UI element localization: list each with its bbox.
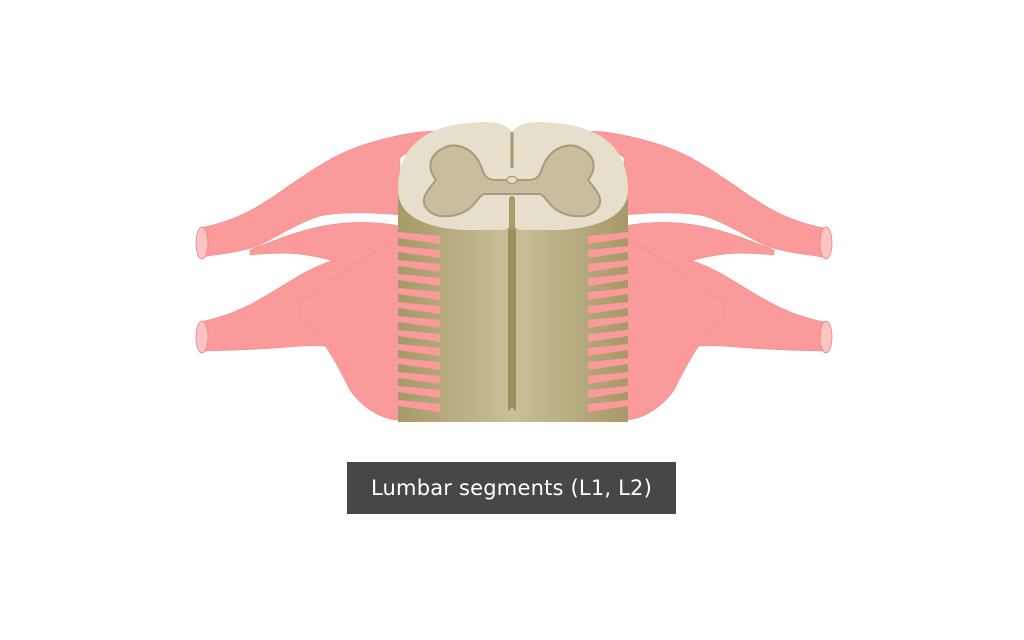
segment-label: Lumbar segments (L1, L2) xyxy=(347,462,676,514)
rootlets-left xyxy=(398,232,440,412)
anterior-median-fissure xyxy=(509,196,515,230)
nerve-cut-end-right-lower xyxy=(819,320,833,354)
posterior-median-sulcus xyxy=(510,132,514,168)
spinal-cord-cross-section xyxy=(398,122,628,230)
rootlets-right xyxy=(588,232,628,412)
nerve-cut-end-left-upper xyxy=(195,226,209,260)
spinal-nerves-left xyxy=(199,130,446,421)
nerve-cut-end-right-upper xyxy=(819,226,833,260)
nerve-cut-end-left-lower xyxy=(195,320,209,354)
spinal-nerves-right xyxy=(578,130,825,421)
segment-label-text: Lumbar segments (L1, L2) xyxy=(371,476,652,500)
central-canal xyxy=(506,175,518,185)
